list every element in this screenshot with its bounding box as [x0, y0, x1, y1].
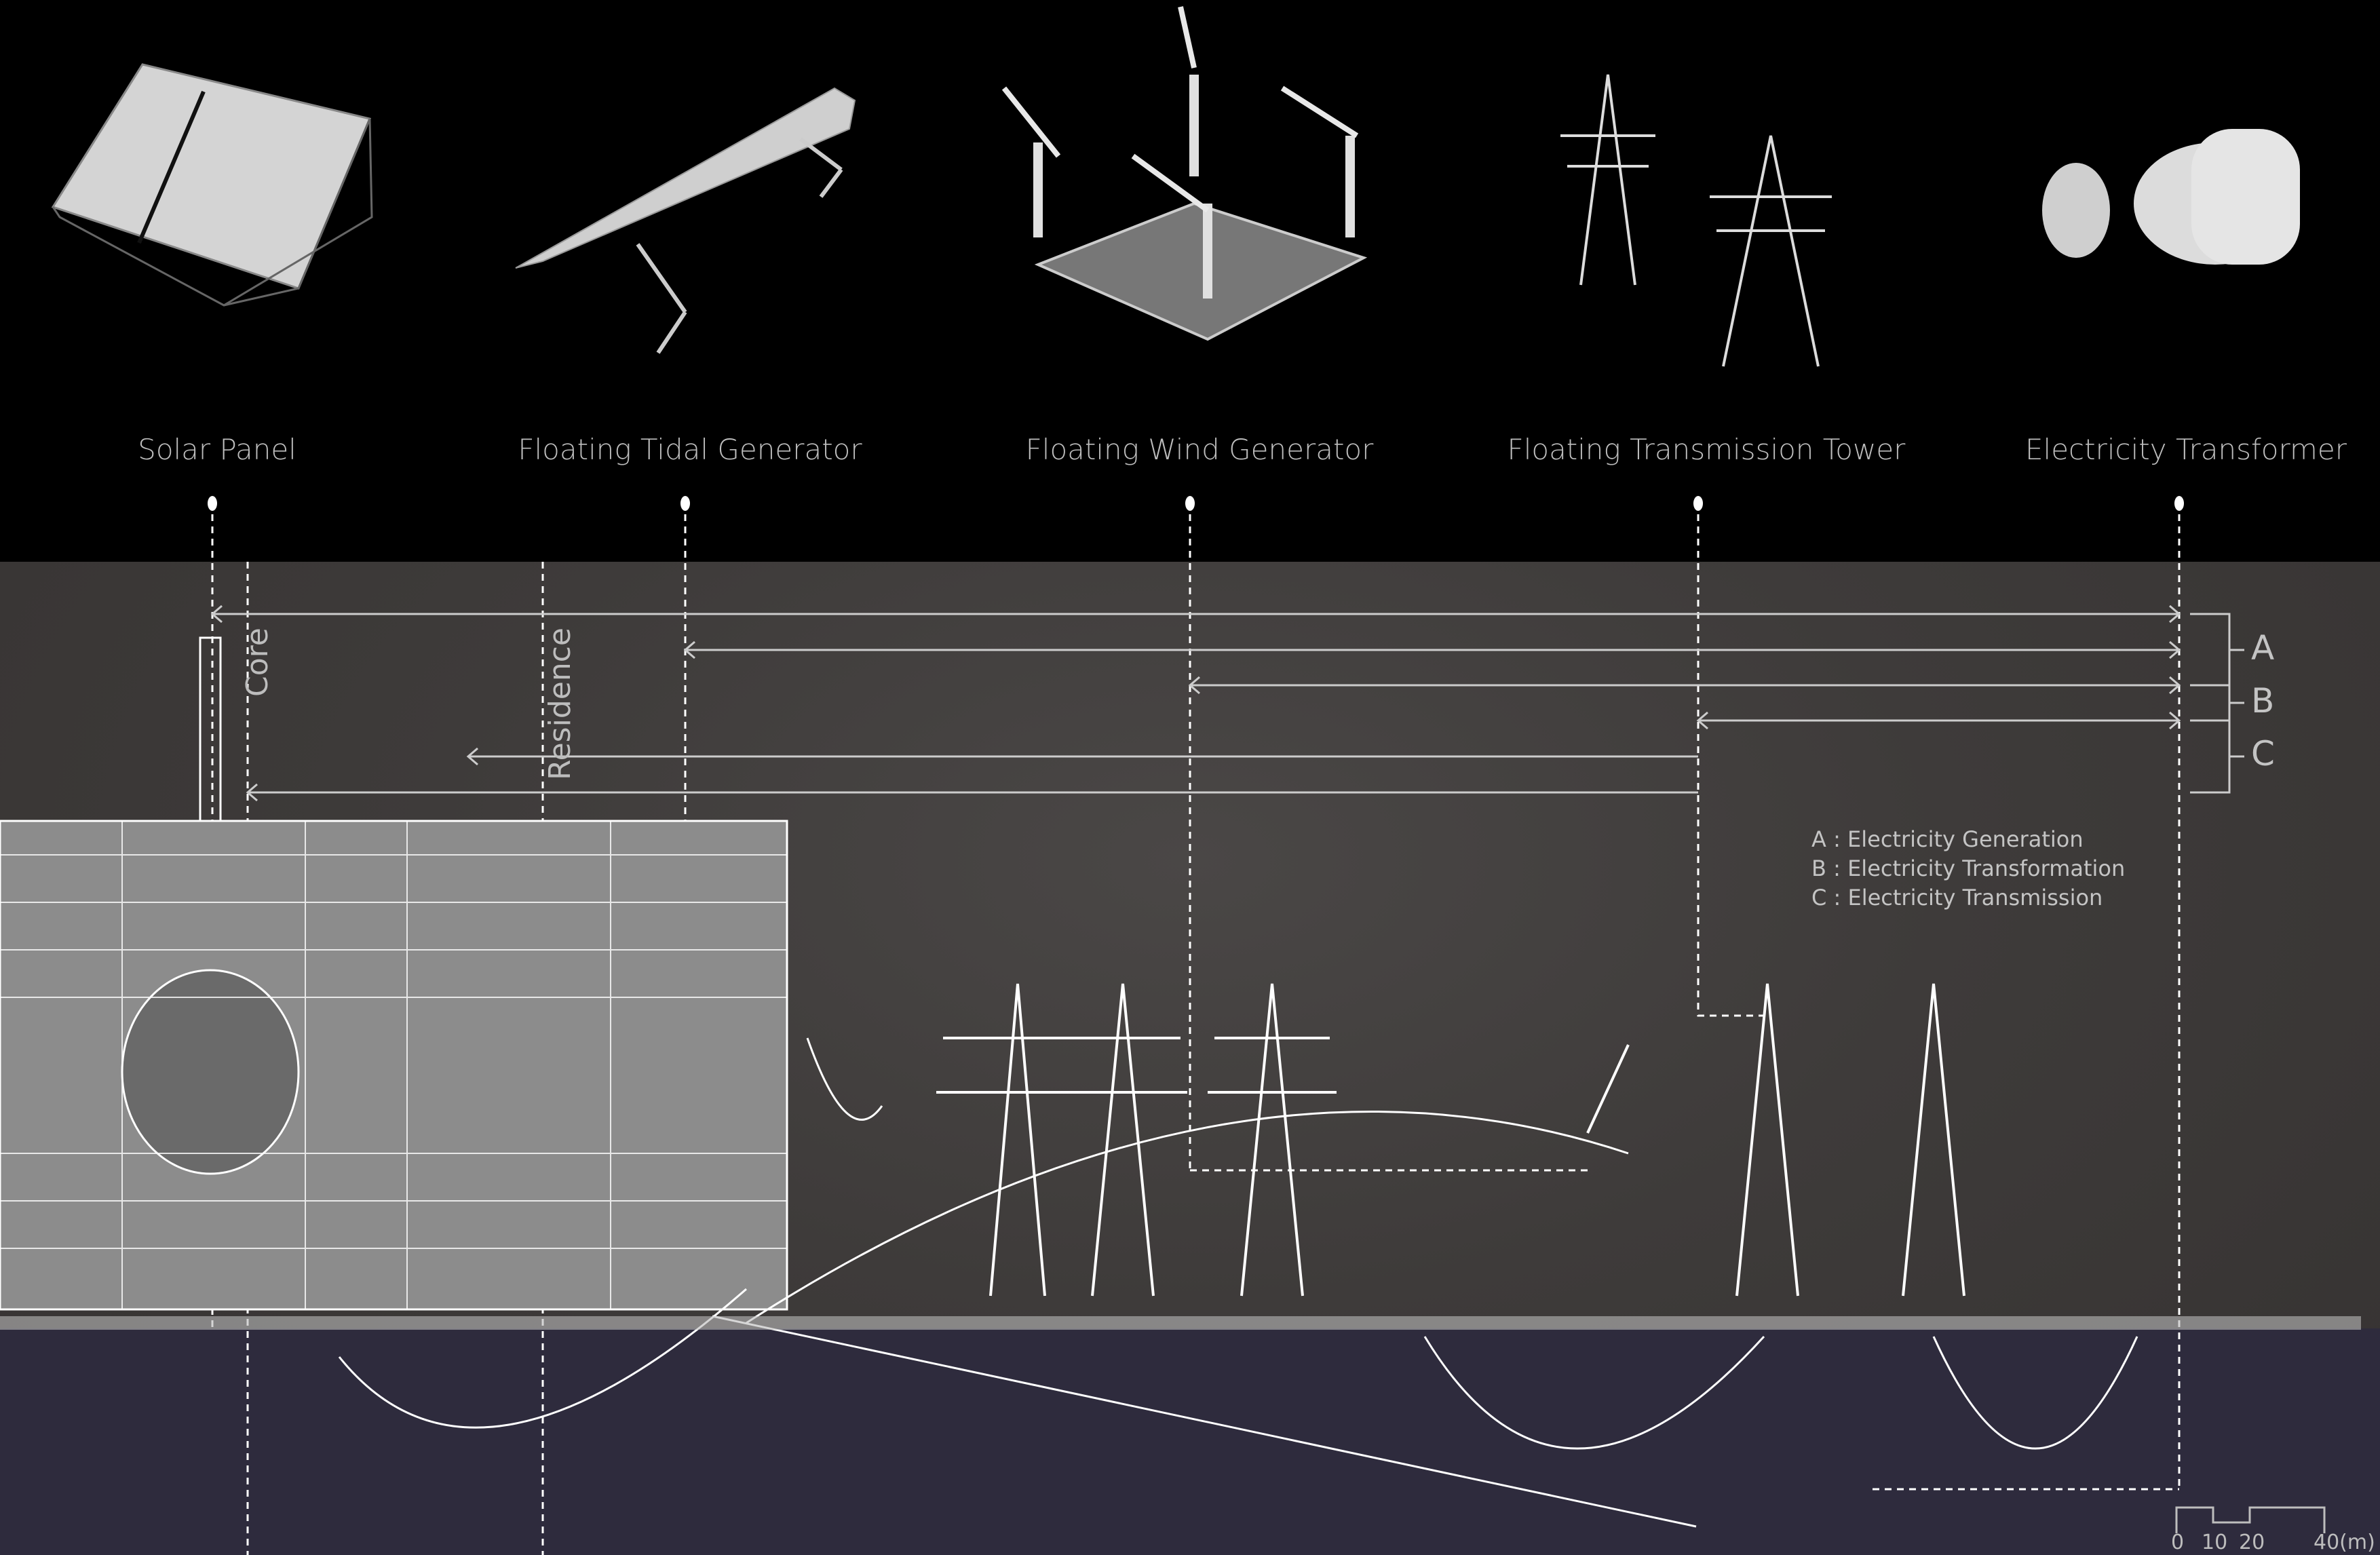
scale-tick-0: 0	[2171, 1531, 2185, 1554]
scale-tick-10: 10	[2202, 1531, 2228, 1554]
legend-item-c: C : Electricity Transmission	[1811, 885, 2103, 910]
sea-area	[0, 1328, 2380, 1555]
bracket-label-b: B	[2251, 681, 2275, 721]
zone-label-residence: Residence	[543, 628, 577, 780]
cables	[338, 1037, 2138, 1528]
legend-item-a: A : Electricity Generation	[1811, 826, 2084, 852]
label-solar-panel: Solar Panel	[138, 433, 296, 466]
solar-panel-icon	[51, 63, 373, 307]
label-transformer: Electricity Transformer	[2025, 433, 2347, 466]
legend-item-b: B : Electricity Transformation	[1811, 856, 2126, 881]
wind-generator-icon	[1001, 6, 1368, 341]
section-towers	[936, 983, 1965, 1297]
legend: A : Electricity Generation B : Electrici…	[1811, 825, 2125, 913]
tidal-generator-icon	[515, 87, 856, 354]
bracket-label-c: C	[2251, 734, 2275, 773]
transmission-tower-icon	[1560, 74, 1832, 367]
zone-label-core: Core	[240, 628, 275, 697]
component-illustrations	[51, 6, 2300, 367]
scale-tick-40: 40(m)	[2314, 1531, 2375, 1554]
bracket-label-a: A	[2251, 628, 2275, 668]
label-transmission-tower: Floating Transmission Tower	[1507, 433, 1906, 466]
transformer-icon	[2042, 129, 2300, 265]
floating-city-structure	[0, 636, 788, 1311]
label-wind-generator: Floating Wind Generator	[1025, 433, 1374, 466]
component-gallery: Solar Panel Floating Tidal Generator Flo…	[0, 0, 2380, 562]
scale-tick-20: 20	[2239, 1531, 2265, 1554]
label-tidal-generator: Floating Tidal Generator	[518, 433, 862, 466]
